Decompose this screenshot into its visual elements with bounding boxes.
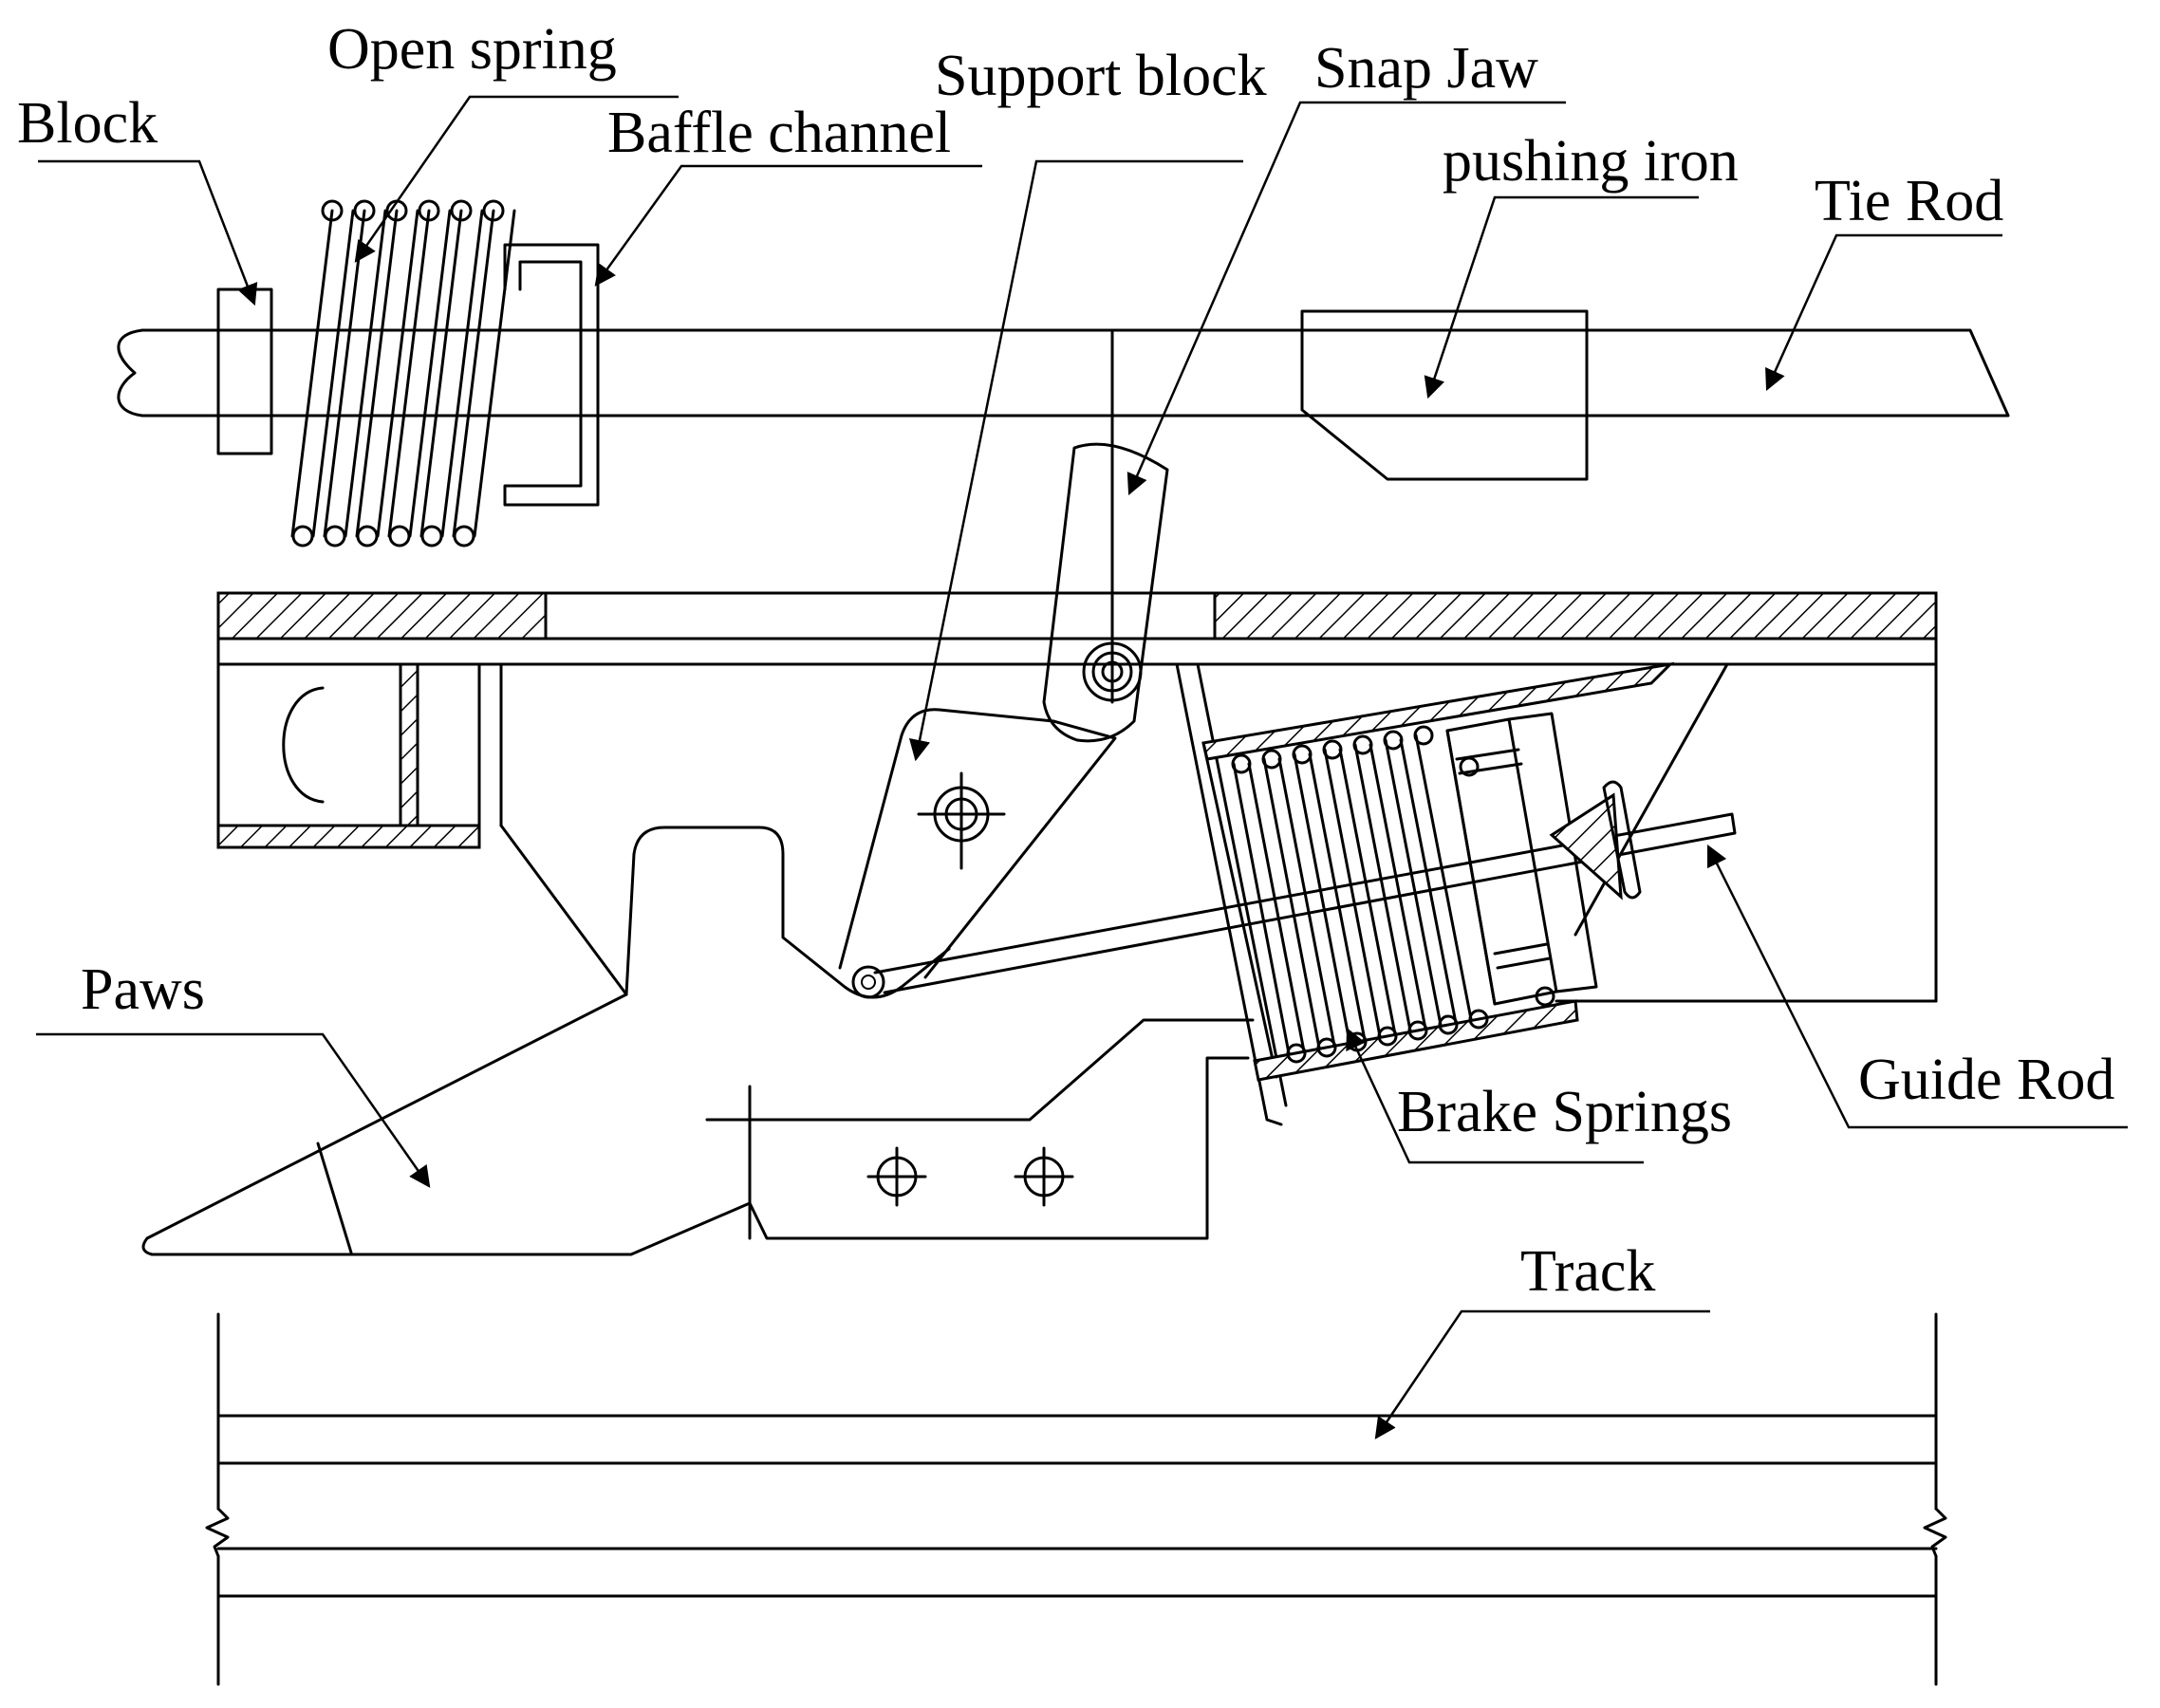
label-pushing-iron: pushing iron <box>1424 129 1739 399</box>
label-snap-jaw: Snap Jaw <box>1127 36 1566 496</box>
label-paws-text: Paws <box>81 957 205 1022</box>
pin-hole-2 <box>1014 1146 1074 1207</box>
label-block-text: Block <box>17 91 158 156</box>
label-tie-rod-text: Tie Rod <box>1815 169 2003 233</box>
track-part <box>205 1312 1947 1686</box>
tie-rod <box>117 328 2010 418</box>
label-tie-rod: Tie Rod <box>1765 169 2003 392</box>
brake-springs-part <box>1175 661 1675 1126</box>
label-support-block-text: Support block <box>935 44 1267 108</box>
guide-rod-part <box>873 780 1737 994</box>
label-brake-springs: Brake Springs <box>1346 1027 1732 1164</box>
label-baffle-channel-text: Baffle channel <box>607 101 951 165</box>
label-snap-jaw-text: Snap Jaw <box>1314 36 1538 101</box>
label-paws: Paws <box>36 957 431 1188</box>
label-baffle-channel: Baffle channel <box>594 101 982 287</box>
label-track: Track <box>1374 1239 1710 1439</box>
label-pushing-iron-text: pushing iron <box>1443 129 1739 194</box>
open-spring <box>290 199 516 548</box>
label-open-spring-text: Open spring <box>327 17 617 82</box>
block-part <box>216 288 273 455</box>
pushing-iron-part <box>1300 309 1589 481</box>
label-open-spring: Open spring <box>327 17 679 263</box>
baffle-channel-part <box>503 243 600 507</box>
frame <box>216 591 1938 1003</box>
paws-part <box>141 826 1255 1256</box>
label-brake-springs-text: Brake Springs <box>1397 1080 1732 1144</box>
label-block: Block <box>17 91 258 306</box>
pin-hole-1 <box>866 1146 927 1207</box>
label-guide-rod: Guide Rod <box>1706 844 2128 1129</box>
label-guide-rod-text: Guide Rod <box>1858 1048 2114 1112</box>
support-block-part <box>838 708 1117 999</box>
snap-jaw-part <box>1042 442 1169 743</box>
label-track-text: Track <box>1520 1239 1655 1304</box>
label-support-block: Support block <box>908 44 1267 762</box>
